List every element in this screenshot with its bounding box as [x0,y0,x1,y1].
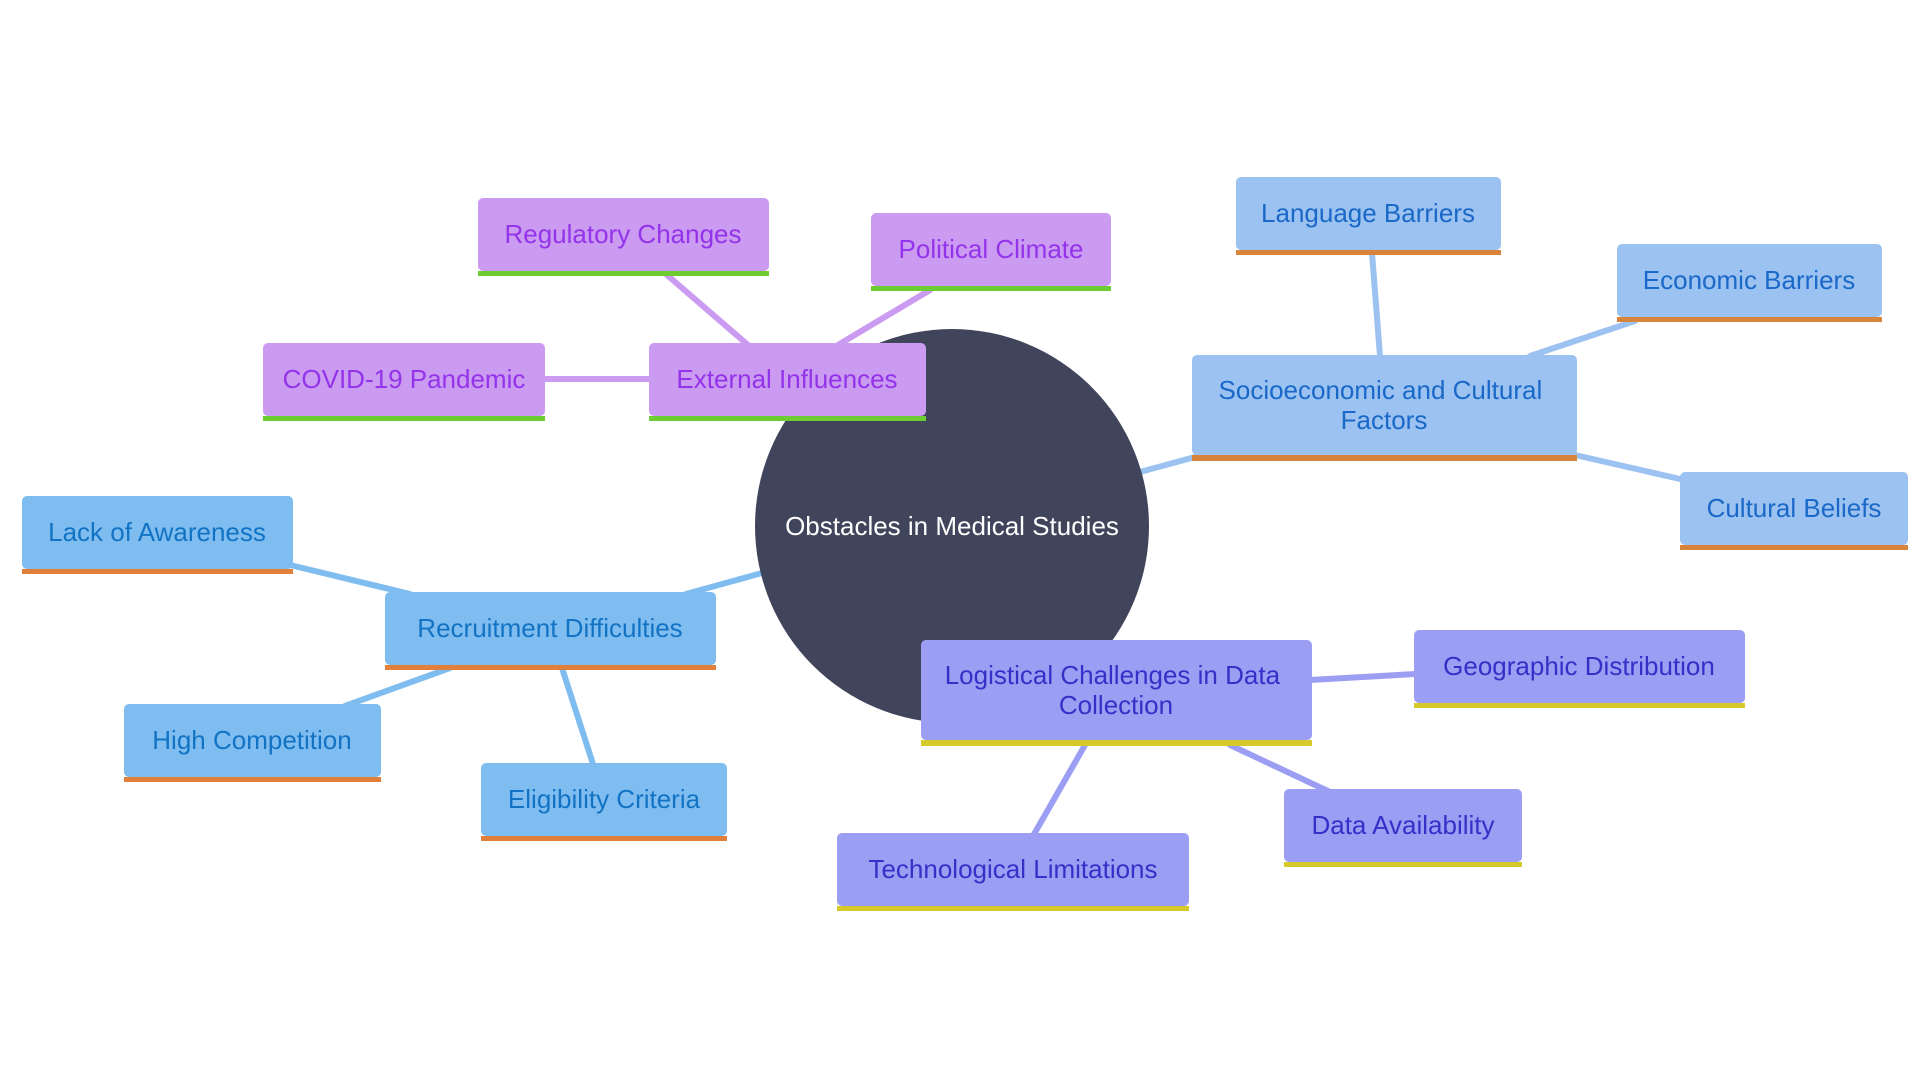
node-high-competition[interactable]: High Competition [124,704,381,782]
technological-limitations-label: Technological Limitations [868,854,1157,884]
node-economic-barriers[interactable]: Economic Barriers [1617,244,1882,322]
node-recruitment-difficulties[interactable]: Recruitment Difficulties [385,592,716,670]
node-external-influences[interactable]: External Influences [649,343,926,421]
edge-logistical-availability [1227,742,1333,795]
logistical-challenges-label-line1: Logistical Challenges in Data [945,660,1281,690]
socioeconomic-label-line1: Socioeconomic and Cultural [1219,375,1543,405]
external-influences-label: External Influences [676,364,897,394]
edge-center-socio [1137,454,1198,475]
edge-socio-cultural [1572,452,1683,482]
node-geographic-distribution[interactable]: Geographic Distribution [1414,630,1745,708]
edge-socio-language [1369,250,1383,359]
center-label: Obstacles in Medical Studies [785,511,1119,541]
edge-external-political [835,287,933,348]
node-socioeconomic-cultural-factors[interactable]: Socioeconomic and Cultural Factors [1192,355,1577,461]
center-circle [755,329,1149,723]
edge-recruitment-competition [342,665,453,709]
high-competition-label: High Competition [152,725,351,755]
edge-logistical-technological [1030,742,1088,839]
edge-socio-economic [1527,318,1638,359]
edge-external-regulatory [664,272,751,348]
node-technological-limitations[interactable]: Technological Limitations [837,833,1189,911]
political-climate-label: Political Climate [899,234,1084,264]
geographic-distribution-label: Geographic Distribution [1443,651,1715,681]
edge-center-recruitment [683,570,765,597]
recruitment-difficulties-label: Recruitment Difficulties [417,613,682,643]
regulatory-changes-label: Regulatory Changes [504,219,741,249]
node-political-climate[interactable]: Political Climate [871,213,1111,291]
edge-logistical-geographic [1307,671,1418,683]
node-language-barriers[interactable]: Language Barriers [1236,177,1501,255]
node-lack-of-awareness[interactable]: Lack of Awareness [22,496,293,574]
cultural-beliefs-label: Cultural Beliefs [1707,493,1882,523]
node-data-availability[interactable]: Data Availability [1284,789,1522,867]
edge-recruitment-awareness [287,562,413,597]
socioeconomic-label-line2: Factors [1341,405,1428,435]
eligibility-criteria-label: Eligibility Criteria [508,784,701,814]
covid-19-pandemic-label: COVID-19 Pandemic [283,364,526,394]
logistical-challenges-label-line2: Collection [1059,690,1173,720]
lack-of-awareness-label: Lack of Awareness [48,517,266,547]
node-cultural-beliefs[interactable]: Cultural Beliefs [1680,472,1908,550]
node-logistical-challenges[interactable]: Logistical Challenges in Data Collection [921,640,1312,746]
economic-barriers-label: Economic Barriers [1643,265,1855,295]
node-regulatory-changes[interactable]: Regulatory Changes [478,198,769,276]
node-eligibility-criteria[interactable]: Eligibility Criteria [481,763,727,841]
language-barriers-label: Language Barriers [1261,198,1475,228]
edge-recruitment-eligibility [559,665,596,767]
socioeconomic-label: Socioeconomic and Cultural Factors [1219,375,1550,435]
data-availability-label: Data Availability [1311,810,1494,840]
connectors [287,250,1683,839]
logistical-challenges-label: Logistical Challenges in Data Collection [945,660,1288,720]
node-covid-19-pandemic[interactable]: COVID-19 Pandemic [263,343,545,421]
center-node[interactable]: Obstacles in Medical Studies [755,329,1149,723]
